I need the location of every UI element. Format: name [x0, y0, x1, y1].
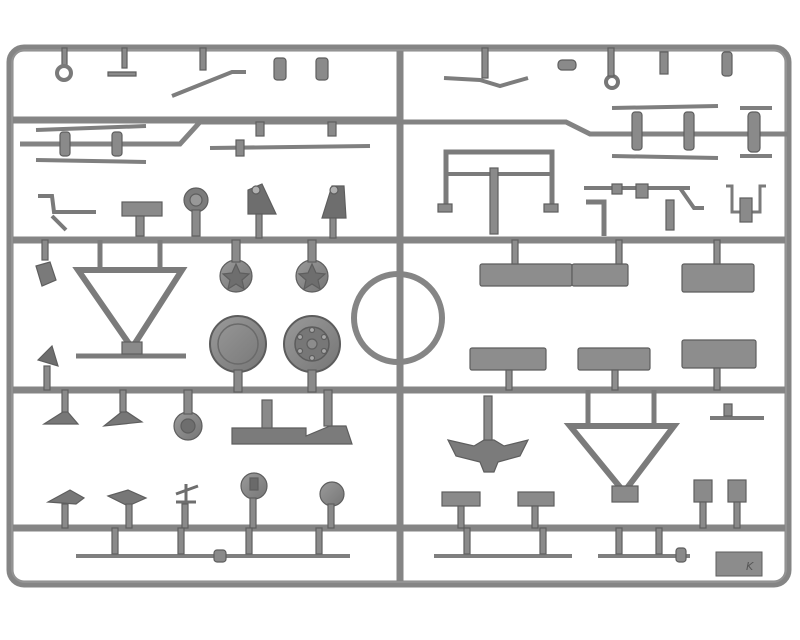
small-wheel-left [219, 239, 253, 293]
sprue-tag-text: K [746, 560, 754, 573]
frame-highlight [11, 49, 787, 583]
mudguard-5 [577, 347, 651, 371]
row2-right-parts [437, 149, 766, 236]
sprue-tag: K [715, 551, 763, 577]
row4-left-parts [41, 389, 353, 529]
bottom-row-parts [76, 527, 690, 563]
large-wheel-hub [209, 315, 267, 393]
row3-left-parts [35, 239, 341, 393]
row3-right-parts [469, 239, 757, 391]
row1-right-parts [400, 47, 788, 160]
small-wheel-right [295, 239, 329, 293]
mudguard-2 [571, 263, 629, 287]
mudguard-6 [681, 339, 757, 369]
mudguard-3 [681, 263, 755, 293]
large-wheel-bolted [283, 315, 341, 393]
row4-right-parts [441, 390, 764, 529]
row2-left-parts [38, 183, 347, 239]
row1-left-parts [20, 47, 400, 164]
large-ring [351, 271, 445, 365]
mudguard-1 [479, 263, 573, 287]
mudguard-4 [469, 347, 547, 371]
